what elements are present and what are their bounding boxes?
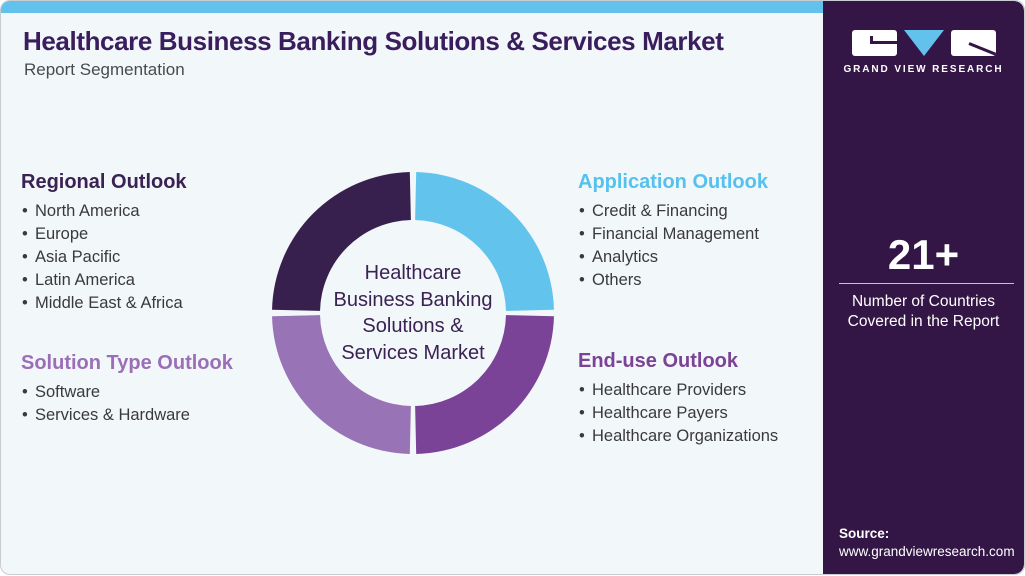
list-item: North America: [21, 200, 311, 223]
regional-list: North AmericaEuropeAsia PacificLatin Ame…: [21, 200, 311, 315]
list-item: Healthcare Organizations: [578, 425, 868, 448]
list-item: Asia Pacific: [21, 246, 311, 269]
donut-segment-end-use: [415, 315, 554, 454]
list-item: Healthcare Providers: [578, 379, 868, 402]
list-item: Healthcare Payers: [578, 402, 868, 425]
section-heading: Application Outlook: [578, 171, 768, 193]
section-heading: End-use Outlook: [578, 350, 738, 372]
countries-stat: 21+ Number of Countries Covered in the R…: [823, 233, 1024, 331]
donut-center-label: Healthcare Business Banking Solutions & …: [333, 262, 493, 364]
stat-value: 21+: [887, 231, 960, 278]
logo-wordmark: GRAND VIEW RESEARCH: [843, 64, 1004, 75]
source-block: Source: www.grandviewresearch.com: [839, 526, 1015, 559]
stat-divider: [839, 283, 1014, 284]
solution-type-list: SoftwareServices & Hardware: [21, 381, 311, 427]
donut-chart: [272, 172, 554, 454]
page-subtitle: Report Segmentation: [24, 60, 185, 79]
list-item: Software: [21, 381, 311, 404]
logo-r-icon: [950, 30, 996, 56]
page-title: Healthcare Business Banking Solutions & …: [23, 26, 724, 56]
list-item: Europe: [21, 223, 311, 246]
list-item: Latin America: [21, 269, 311, 292]
logo-g-icon: [851, 30, 897, 56]
gvr-logo: GRAND VIEW RESEARCH: [823, 1, 1024, 75]
list-item: Credit & Financing: [578, 200, 868, 223]
application-list: Credit & FinancingFinancial ManagementAn…: [578, 200, 868, 292]
sidebar: GRAND VIEW RESEARCH 21+ Number of Countr…: [823, 1, 1024, 574]
list-item: Others: [578, 269, 868, 292]
donut-segment-solution-type: [272, 315, 411, 454]
section-end-use-outlook: End-use Outlook Healthcare ProvidersHeal…: [578, 350, 868, 448]
section-application-outlook: Application Outlook Credit & FinancingFi…: [578, 171, 868, 292]
logo-v-icon: [903, 30, 944, 56]
list-item: Services & Hardware: [21, 404, 311, 427]
section-heading: Regional Outlook: [21, 171, 187, 193]
section-solution-type-outlook: Solution Type Outlook SoftwareServices &…: [21, 352, 311, 427]
source-label: Source:: [839, 526, 890, 541]
top-accent-bar: [1, 1, 823, 13]
list-item: Middle East & Africa: [21, 292, 311, 315]
list-item: Analytics: [578, 246, 868, 269]
section-heading: Solution Type Outlook: [21, 352, 233, 374]
donut-segment-regional: [272, 172, 411, 311]
stat-label: Number of Countries Covered in the Repor…: [847, 293, 1000, 330]
donut-segment-application: [415, 172, 554, 311]
list-item: Financial Management: [578, 223, 868, 246]
end-use-list: Healthcare ProvidersHealthcare PayersHea…: [578, 379, 868, 448]
section-regional-outlook: Regional Outlook North AmericaEuropeAsia…: [21, 171, 311, 315]
gvr-logo-marks: [851, 30, 996, 56]
source-url-link[interactable]: www.grandviewresearch.com: [839, 544, 1015, 559]
